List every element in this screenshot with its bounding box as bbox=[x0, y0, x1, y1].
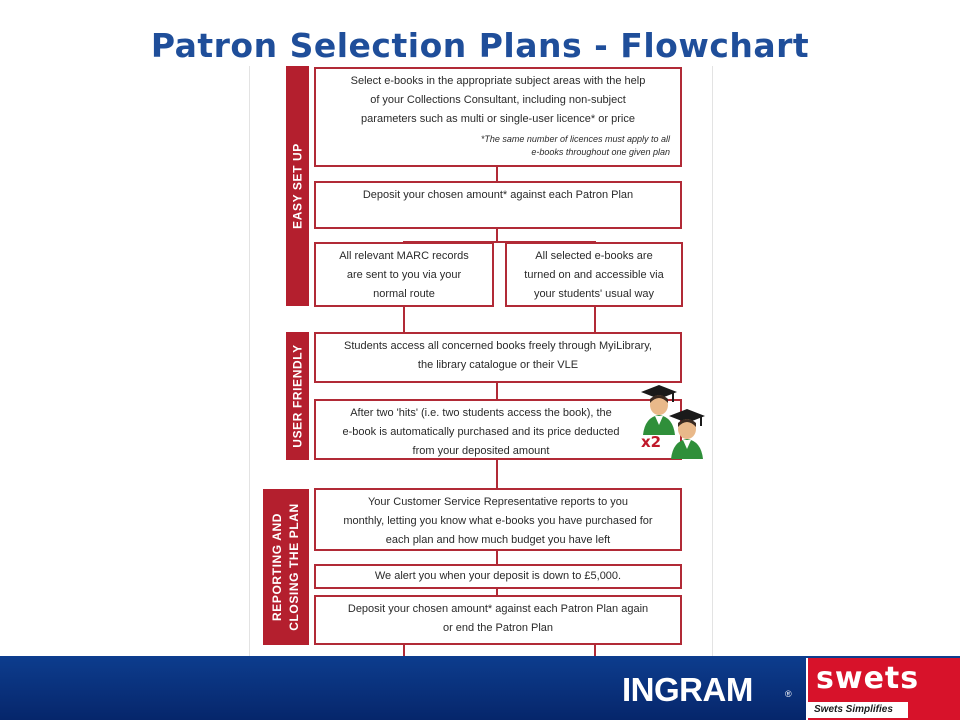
licence-footnote: *The same number of licences must apply … bbox=[322, 133, 674, 159]
step-text: After two 'hits' (i.e. two students acce… bbox=[350, 407, 612, 419]
step-ebooks-turned-on: All selected e-books are turned on and a… bbox=[505, 242, 683, 307]
page-title: Patron Selection Plans - Flowchart bbox=[150, 26, 810, 65]
graduate-student-icon bbox=[641, 385, 677, 435]
step-two-hits-purchase: After two 'hits' (i.e. two students acce… bbox=[314, 399, 682, 460]
connector bbox=[403, 644, 405, 656]
step-text: each plan and how much budget you have l… bbox=[385, 534, 611, 546]
step-text: All relevant MARC records bbox=[339, 250, 469, 262]
step-deposit: Deposit your chosen amount* against each… bbox=[314, 181, 682, 229]
step-deposit-again-or-end: Deposit your chosen amount* against each… bbox=[314, 595, 682, 645]
connector bbox=[496, 228, 498, 242]
step-text: normal route bbox=[373, 288, 435, 300]
connector bbox=[403, 306, 405, 333]
section-label-line2: CLOSING THE PLAN bbox=[287, 503, 301, 631]
swets-logo: swets Swets Simplifies bbox=[806, 658, 960, 720]
graduate-student-icon bbox=[669, 409, 705, 459]
step-text: the library catalogue or their VLE bbox=[417, 359, 579, 371]
ingram-logo: INGRAM bbox=[622, 671, 753, 708]
step-text: e-book is automatically purchased and it… bbox=[342, 426, 620, 438]
step-low-deposit-alert: We alert you when your deposit is down t… bbox=[314, 564, 682, 589]
step-text: Students access all concerned books free… bbox=[344, 340, 652, 352]
two-hits-badge: x2 bbox=[641, 433, 662, 451]
footnote-text: e-books throughout one given plan bbox=[531, 147, 670, 157]
section-label: USER FRIENDLY bbox=[290, 344, 304, 448]
step-monthly-report: Your Customer Service Representative rep… bbox=[314, 488, 682, 551]
connector bbox=[594, 306, 596, 333]
step-marc-records: All relevant MARC records are sent to yo… bbox=[314, 242, 494, 307]
section-user-friendly: USER FRIENDLY bbox=[286, 332, 309, 460]
step-text: All selected e-books are bbox=[535, 250, 653, 262]
step-text: from your deposited amount bbox=[412, 445, 550, 457]
footnote-text: *The same number of licences must apply … bbox=[480, 134, 670, 144]
step-text: parameters such as multi or single-user … bbox=[361, 113, 635, 125]
connector bbox=[496, 166, 498, 181]
section-label-line1: REPORTING AND bbox=[270, 512, 284, 622]
step-text: Your Customer Service Representative rep… bbox=[367, 496, 629, 508]
footer-band bbox=[0, 656, 960, 720]
two-students-graphic: x2 bbox=[639, 383, 711, 463]
step-select-ebooks: Select e-books in the appropriate subjec… bbox=[314, 67, 682, 167]
step-text: Deposit your chosen amount* against each… bbox=[347, 603, 649, 615]
swets-tagline: Swets Simplifies bbox=[808, 702, 908, 718]
connector bbox=[403, 241, 595, 243]
connector bbox=[496, 550, 498, 565]
connector bbox=[496, 382, 498, 400]
step-text: are sent to you via your bbox=[346, 269, 462, 281]
section-reporting-closing: REPORTING AND CLOSING THE PLAN bbox=[263, 489, 309, 645]
step-text: turned on and accessible via bbox=[524, 269, 664, 281]
step-text: monthly, letting you know what e-books y… bbox=[343, 515, 653, 527]
step-text: your students' usual way bbox=[533, 288, 655, 300]
step-students-access: Students access all concerned books free… bbox=[314, 332, 682, 383]
connector bbox=[594, 644, 596, 656]
connector bbox=[496, 459, 498, 489]
registered-mark: ® bbox=[785, 689, 792, 699]
step-text: We alert you when your deposit is down t… bbox=[374, 570, 622, 582]
step-text: Deposit your chosen amount* against each… bbox=[362, 189, 634, 201]
connector bbox=[496, 588, 498, 596]
step-text: or end the Patron Plan bbox=[442, 622, 554, 634]
step-text: of your Collections Consultant, includin… bbox=[370, 94, 626, 106]
swets-wordmark: swets bbox=[816, 661, 920, 696]
step-text: Select e-books in the appropriate subjec… bbox=[350, 75, 646, 87]
section-easy-set-up: EASY SET UP bbox=[286, 66, 309, 306]
section-label: EASY SET UP bbox=[290, 143, 304, 229]
section-label: REPORTING AND CLOSING THE PLAN bbox=[269, 503, 303, 631]
